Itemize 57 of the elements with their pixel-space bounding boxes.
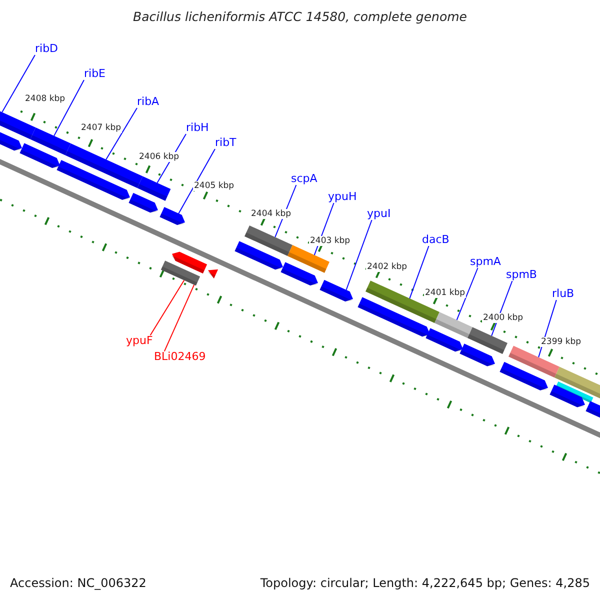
gene-block [137, 176, 171, 201]
gene-block [160, 260, 200, 286]
gene-block [500, 362, 548, 390]
leader-line [456, 268, 478, 320]
gene-block [550, 384, 585, 408]
gene-block [426, 328, 463, 352]
position-label: 2403 kbp [309, 236, 352, 246]
gene-label: scpA [291, 172, 318, 185]
gene-label: spmA [470, 255, 501, 268]
position-label: 2407 kbp [80, 123, 122, 133]
gene-block [244, 225, 292, 256]
gene-label: spmB [506, 268, 537, 281]
footer-text: Accession: NC_006322 [10, 576, 146, 590]
position-label: 2400 kbp [482, 313, 524, 323]
gene-label: ypuH [328, 190, 357, 203]
gene-block [128, 192, 158, 213]
gene-label: ribA [137, 95, 160, 108]
gene-block [20, 143, 60, 168]
leader-line [164, 284, 195, 352]
gene-block [288, 245, 330, 273]
gene-label: ribH [186, 121, 209, 134]
gene-label: ribE [84, 67, 106, 80]
gene-label: dacB [422, 233, 450, 246]
gene-block [234, 241, 283, 270]
gene-label: ribT [215, 136, 236, 149]
footer-text: Topology: circular; Length: 4,222,645 bp; Genes: 4,285 [260, 576, 590, 590]
gene-block [460, 344, 495, 366]
position-label: 2405 kbp [193, 181, 236, 191]
gene-block [434, 312, 472, 338]
gene-label: BLi02469 [154, 350, 206, 363]
gene-block [508, 346, 560, 378]
gene-block [160, 206, 185, 225]
gene-block [30, 127, 71, 156]
position-label: 2402 kbp [366, 262, 408, 272]
leader-line [150, 280, 185, 336]
leader-line [106, 108, 138, 160]
position-label: 2408 kbp [24, 94, 66, 104]
gene-label: ypuI [367, 207, 391, 220]
leader-line [346, 220, 372, 290]
position-label: 2406 kbp [138, 152, 180, 162]
gene-label: ypuF [126, 334, 153, 347]
gene-block [468, 327, 508, 354]
position-label: 2399 kbp [540, 337, 582, 347]
leader-line [409, 246, 430, 299]
gene-block [358, 297, 430, 337]
gene-block [207, 269, 218, 278]
gene-block [320, 280, 353, 302]
position-label: 2401 kbp [424, 288, 466, 298]
gene-block [171, 252, 208, 274]
position-label: 2404 kbp [250, 209, 292, 219]
gene-block [280, 262, 318, 286]
leader-line [2, 54, 36, 113]
gene-label: ribD [35, 42, 58, 55]
gene-label: rluB [552, 287, 574, 300]
leader-line [178, 148, 216, 214]
gene-block [56, 160, 130, 200]
title: Bacillus licheniformis ATCC 14580, complete genome [132, 9, 468, 24]
